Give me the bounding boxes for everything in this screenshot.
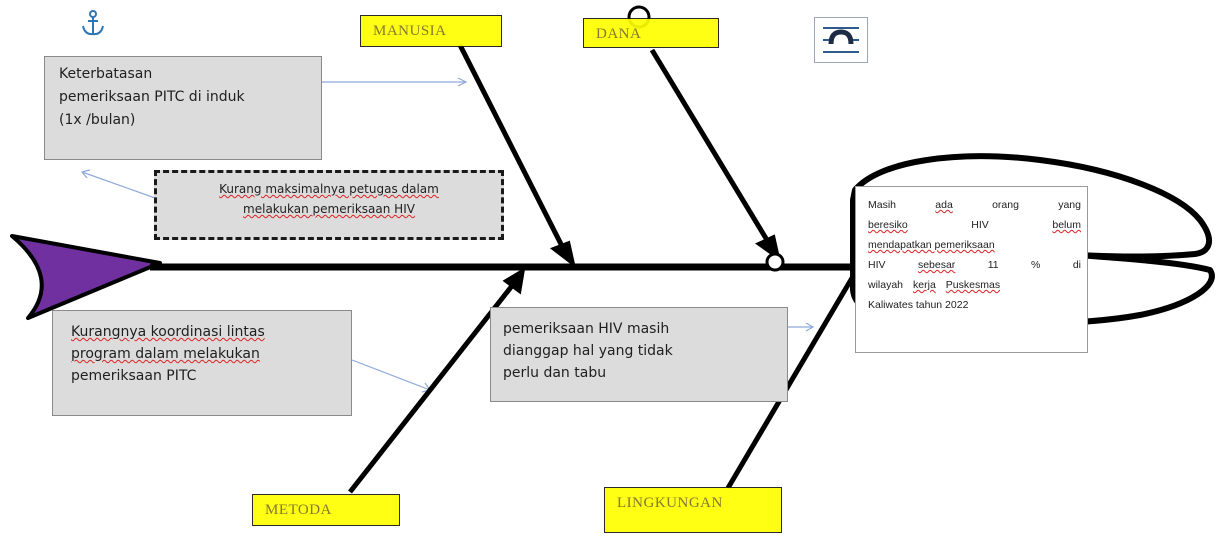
- cause-kurang-maksimal-line: melakukan pemeriksaan HIV: [243, 202, 415, 216]
- effect-word: beresiko: [868, 219, 908, 231]
- cause-koordinasi[interactable]: Kurangnya koordinasi lintas program dala…: [52, 310, 352, 416]
- effect-word: Puskesmas: [945, 279, 1001, 291]
- cause-koordinasi-line: program dalam melakukan: [71, 346, 260, 362]
- junction-circle: [765, 252, 785, 272]
- bone-metoda-arrowhead: [502, 267, 526, 295]
- effect-word: kerja: [913, 279, 936, 291]
- effect-line-6: Kaliwates tahun 2022: [868, 295, 1081, 315]
- effect-word: sebesar: [917, 259, 956, 271]
- effect-word: ada: [935, 199, 953, 211]
- effect-word: HIV: [971, 219, 989, 231]
- effect-word: 11: [987, 259, 999, 271]
- effect-word: di: [1072, 259, 1081, 271]
- effect-box[interactable]: Masih ada orang yang beresiko HIV belum …: [855, 186, 1088, 353]
- effect-line-1: Masih ada orang yang: [868, 195, 1081, 215]
- bone-manusia-arrowhead: [549, 240, 576, 269]
- cause-kurang-maksimal[interactable]: Kurang maksimalnya petugas dalam melakuk…: [154, 170, 504, 240]
- category-metoda[interactable]: METODA: [252, 494, 400, 526]
- text-wrap-icon[interactable]: [814, 17, 868, 63]
- cause-koordinasi-line: pemeriksaan PITC: [71, 368, 197, 384]
- cause-tabu-line: dianggap hal yang tidak: [503, 343, 673, 359]
- effect-line-4: HIV sebesar 11 % di: [868, 255, 1081, 275]
- cause-kurang-maksimal-line: Kurang maksimalnya petugas dalam: [219, 182, 439, 196]
- category-dana[interactable]: DANA: [583, 18, 719, 48]
- effect-word: mendapatkan pemeriksaan: [868, 239, 995, 251]
- effect-word: orang: [992, 199, 1019, 211]
- cause-tabu-line: perlu dan tabu: [503, 365, 607, 381]
- effect-word: %: [1031, 259, 1041, 271]
- bone-lingkungan: [725, 276, 855, 490]
- effect-word: HIV: [868, 259, 886, 271]
- cause-tabu-line: pemeriksaan HIV masih: [503, 321, 670, 337]
- effect-line-3: mendapatkan pemeriksaan: [868, 235, 1081, 255]
- effect-word: yang: [1058, 199, 1081, 211]
- bone-dana-arrowhead: [755, 234, 781, 262]
- effect-line-5: wilayah kerja Puskesmas: [868, 275, 1081, 295]
- effect-word: Masih: [868, 199, 897, 211]
- connector-kurang-maksimal: [81, 171, 156, 199]
- effect-line-2: beresiko HIV belum: [868, 215, 1081, 235]
- cause-keterbatasan-line: Keterbatasan: [59, 66, 153, 82]
- cause-tabu[interactable]: pemeriksaan HIV masih dianggap hal yang …: [490, 307, 788, 402]
- effect-word: belum: [1052, 219, 1081, 231]
- cause-keterbatasan-line: (1x /bulan): [59, 112, 136, 128]
- anchor-icon: [80, 10, 106, 38]
- cause-koordinasi-line: Kurangnya koordinasi lintas: [71, 324, 265, 340]
- effect-word: Kaliwates tahun 2022: [868, 299, 969, 311]
- cause-keterbatasan-line: pemeriksaan PITC di induk: [59, 89, 245, 105]
- connector-koordinasi: [351, 359, 431, 391]
- bone-manusia: [457, 43, 568, 254]
- cause-keterbatasan[interactable]: Keterbatasan pemeriksaan PITC di induk (…: [44, 56, 322, 160]
- category-lingkungan[interactable]: LINGKUNGAN: [604, 487, 782, 533]
- bone-dana: [649, 48, 773, 247]
- category-manusia[interactable]: MANUSIA: [360, 15, 502, 47]
- bone-metoda: [348, 280, 517, 494]
- fish-tail: [10, 234, 162, 320]
- effect-word: wilayah: [868, 279, 904, 291]
